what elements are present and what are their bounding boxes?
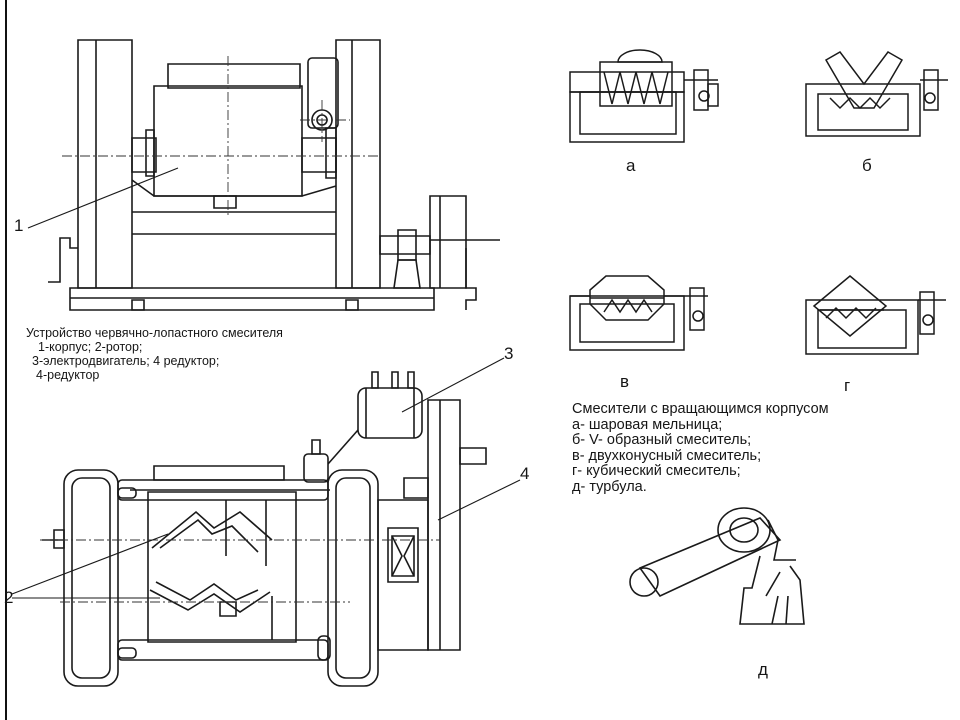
rotating-mixers-caption: Смесители с вращающимся корпусом а- шаро… [572,401,829,495]
lower-centerlines [40,540,440,602]
callout-4: 4 [520,464,530,483]
cubic-mixer-figure [806,276,946,354]
caption-line: г- кубический смеситель; [572,463,741,479]
callout-3: 3 [504,344,514,363]
caption-line: 1-корпус; 2-ротор; [38,340,143,354]
double-cone-mixer-figure [570,276,708,350]
caption-line: в- двухконусный смеситель; [572,447,762,464]
worm-blade-mixer-drawing [48,40,500,310]
figure-label-d: д [758,660,768,679]
callout-2: 2 [4,588,14,607]
lower-callout-leaders [12,358,520,598]
worm-blade-mixer-caption: Устройство червячно-лопастного смесителя… [26,326,283,382]
turbula-mixer-figure [630,508,804,624]
figure-label-g: г [844,376,851,395]
caption-line: б- V- образный смеситель; [572,432,752,448]
caption-line: д- турбула. [572,478,647,495]
upper-centerlines [62,56,380,218]
figure-label-a: а [626,156,636,175]
callout-1: 1 [14,216,24,235]
caption-line: Смесители с вращающимся корпусом [572,401,829,417]
lower-mixer-drawing [42,372,486,686]
figure-label-v: в [620,372,630,391]
callout-1-leader [28,168,178,228]
caption-line: 3-электродвигатель; 4 редуктор; [32,354,220,368]
v-shaped-mixer-figure [806,52,948,136]
caption-line: Устройство червячно-лопастного смесителя [26,326,283,340]
ball-mill-figure [570,50,718,142]
caption-line: а- шаровая мельница; [572,416,723,433]
figure-label-b: б [862,156,872,175]
caption-line: 4-редуктор [36,368,100,382]
